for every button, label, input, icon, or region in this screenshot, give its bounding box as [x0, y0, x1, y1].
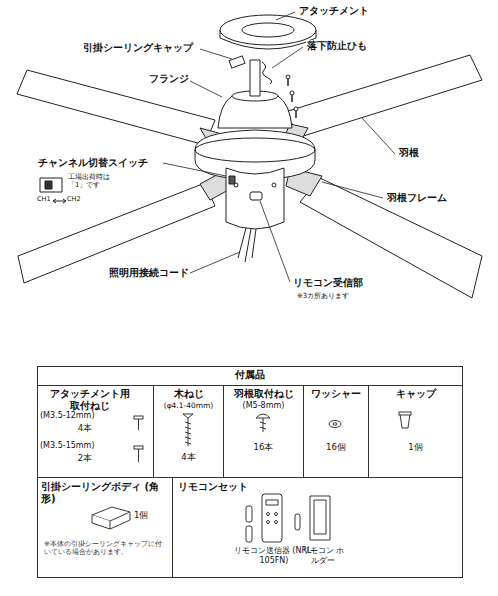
switch-housing [226, 168, 284, 229]
cell-heading: 羽根取付ねじ [225, 388, 302, 400]
accessory-cell: 木ねじ(φ4.1-40mm) 4本 [153, 385, 224, 478]
cell-text: (M3.5-15mm) [40, 441, 120, 451]
cell-heading: ワッシャー [305, 388, 367, 400]
cell-text: 1個 [370, 442, 461, 452]
cell-text: リモコン ホルダー [300, 546, 346, 565]
cell-heading: リモコンセット [178, 481, 298, 493]
blade [285, 55, 482, 137]
remote-receiver [250, 192, 262, 200]
cell-text: 16本 [225, 442, 302, 452]
note-label: ※3カ所あります [296, 292, 350, 300]
safety-string [262, 62, 272, 84]
cell-text: 4本 [70, 423, 100, 433]
part-label: リモコン受信部 [292, 277, 364, 289]
cell-heading: アタッチメント用 取付ねじ [47, 388, 133, 412]
part-label: 落下防止ひも [306, 40, 368, 52]
part-label: 照明用接続コード [108, 267, 190, 279]
cell-text: 16個 [305, 442, 367, 452]
note-label: CH2 [66, 196, 82, 203]
accessory-cell: ワッシャー 16個 [303, 385, 369, 478]
note-label: 工場出荷時は「1」です [67, 173, 117, 189]
channel-switch [40, 178, 62, 192]
part-label: アタッチメント [298, 5, 370, 17]
cell-text: (φ4.1-40mm) [155, 401, 222, 410]
cell-text: 1個 [134, 510, 164, 520]
cell-text: (M3.5-12mm) [40, 411, 120, 421]
accessory-cell: 引掛シーリングボディ (角形) 1個 ※本体の引掛シーリングキャップに付いている場合… [37, 477, 173, 578]
ceiling-cap [229, 56, 245, 68]
part-label: 引掛シーリングキャップ [82, 42, 194, 54]
cell-text: ※本体の引掛シーリングキャップに付いている場合があります。 [44, 540, 168, 557]
cell-heading: 付属品 [37, 369, 463, 381]
leader-lines [163, 12, 395, 282]
cell-heading: 木ねじ [155, 388, 222, 400]
part-label: 羽根フレーム [386, 192, 448, 204]
cell-text: 2本 [70, 453, 100, 463]
part-label: チャンネル切替スイッチ [37, 157, 149, 169]
blade [17, 70, 215, 145]
screw [288, 78, 296, 118]
part-label: フランジ [148, 73, 190, 85]
switch-arrow [53, 199, 66, 203]
accessory-cell: 羽根取付ねじ(M5-8mm) 16本 [223, 385, 304, 478]
blade [18, 183, 215, 283]
accessory-cell: アタッチメント用 取付ねじ(M3.5-12mm) 4本 (M3.5-15mm) 2本 [37, 385, 154, 478]
accessory-cell: キャップ 1個 [368, 385, 463, 478]
part-label: 羽根 [398, 147, 420, 159]
accessory-cell: リモコンセットリモコン送信器 (NRL-105FN)リモコン ホルダー [172, 477, 463, 578]
cell-heading: キャップ [370, 388, 461, 400]
cell-heading: 引掛シーリングボディ (角形) [41, 481, 169, 505]
cell-text: (M5-8mm) [225, 401, 302, 411]
accessory-table: 付属品アタッチメント用 取付ねじ(M3.5-12mm) 4本 (M3.5-15mm)… [37, 366, 463, 578]
light-cord [238, 228, 256, 262]
note-label: CH1 [36, 196, 52, 203]
cell-text: 4本 [155, 452, 222, 462]
